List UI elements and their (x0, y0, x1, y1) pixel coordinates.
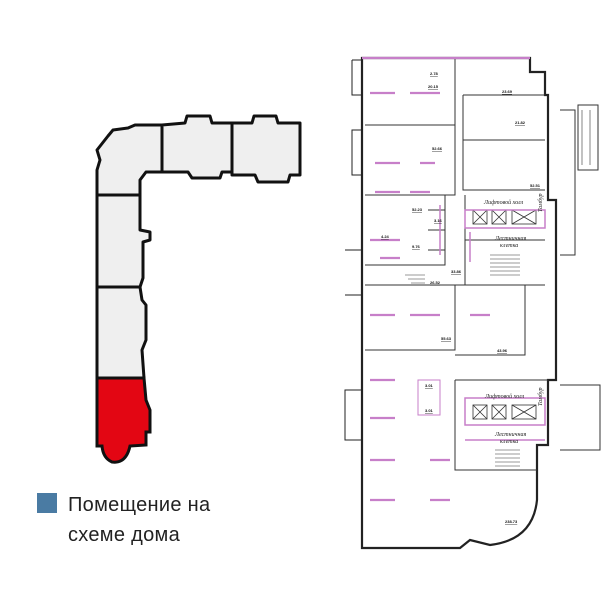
area-label: 2.78 (430, 71, 439, 76)
area-label: 26.52 (430, 280, 441, 285)
stair-label: Лестничная (494, 432, 526, 438)
area-label: 21.82 (515, 120, 526, 125)
lift-hall-label: Лифтовой холл (483, 199, 524, 206)
legend-text: Помещение на схеме дома (68, 490, 288, 550)
area-label: 52.23 (412, 207, 423, 212)
legend-line-1: Помещение на (68, 494, 211, 516)
area-label: 4.24 (381, 234, 390, 239)
exterior-walls (344, 56, 558, 550)
legend-line-2: схеме дома (68, 524, 180, 546)
interior-walls (365, 58, 601, 471)
vestibule-label: Тамбур (537, 194, 544, 212)
area-label: 23.69 (502, 89, 513, 94)
legend-swatch (37, 493, 57, 513)
stair-label: клетка (500, 243, 518, 249)
area-label: 52.66 (432, 146, 443, 151)
area-label: 238.73 (505, 519, 518, 524)
selected-premises (95, 376, 152, 464)
area-label: 9.76 (412, 244, 421, 249)
vestibule-label: Тамбур (537, 388, 544, 406)
stair-label: клетка (500, 439, 518, 445)
area-label: 55.63 (441, 336, 452, 341)
area-label: 43.96 (497, 348, 508, 353)
area-labels: 20.15 2.78 23.69 21.82 52.66 52.51 52.23… (381, 71, 541, 524)
building-outline (95, 114, 302, 380)
stair-label: Лестничная (494, 236, 526, 242)
area-label: 3.16 (434, 218, 443, 223)
lift-hall-label: Лифтовой холл (484, 393, 525, 400)
area-label: 3.01 (425, 408, 434, 413)
accent-partitions (362, 56, 546, 502)
area-label: 33.86 (451, 269, 462, 274)
area-label: 20.15 (428, 84, 439, 89)
area-label: 52.51 (530, 183, 541, 188)
area-label: 3.01 (425, 383, 434, 388)
stairs (405, 110, 591, 467)
section-corner (95, 123, 164, 197)
section-top-right (230, 114, 302, 184)
